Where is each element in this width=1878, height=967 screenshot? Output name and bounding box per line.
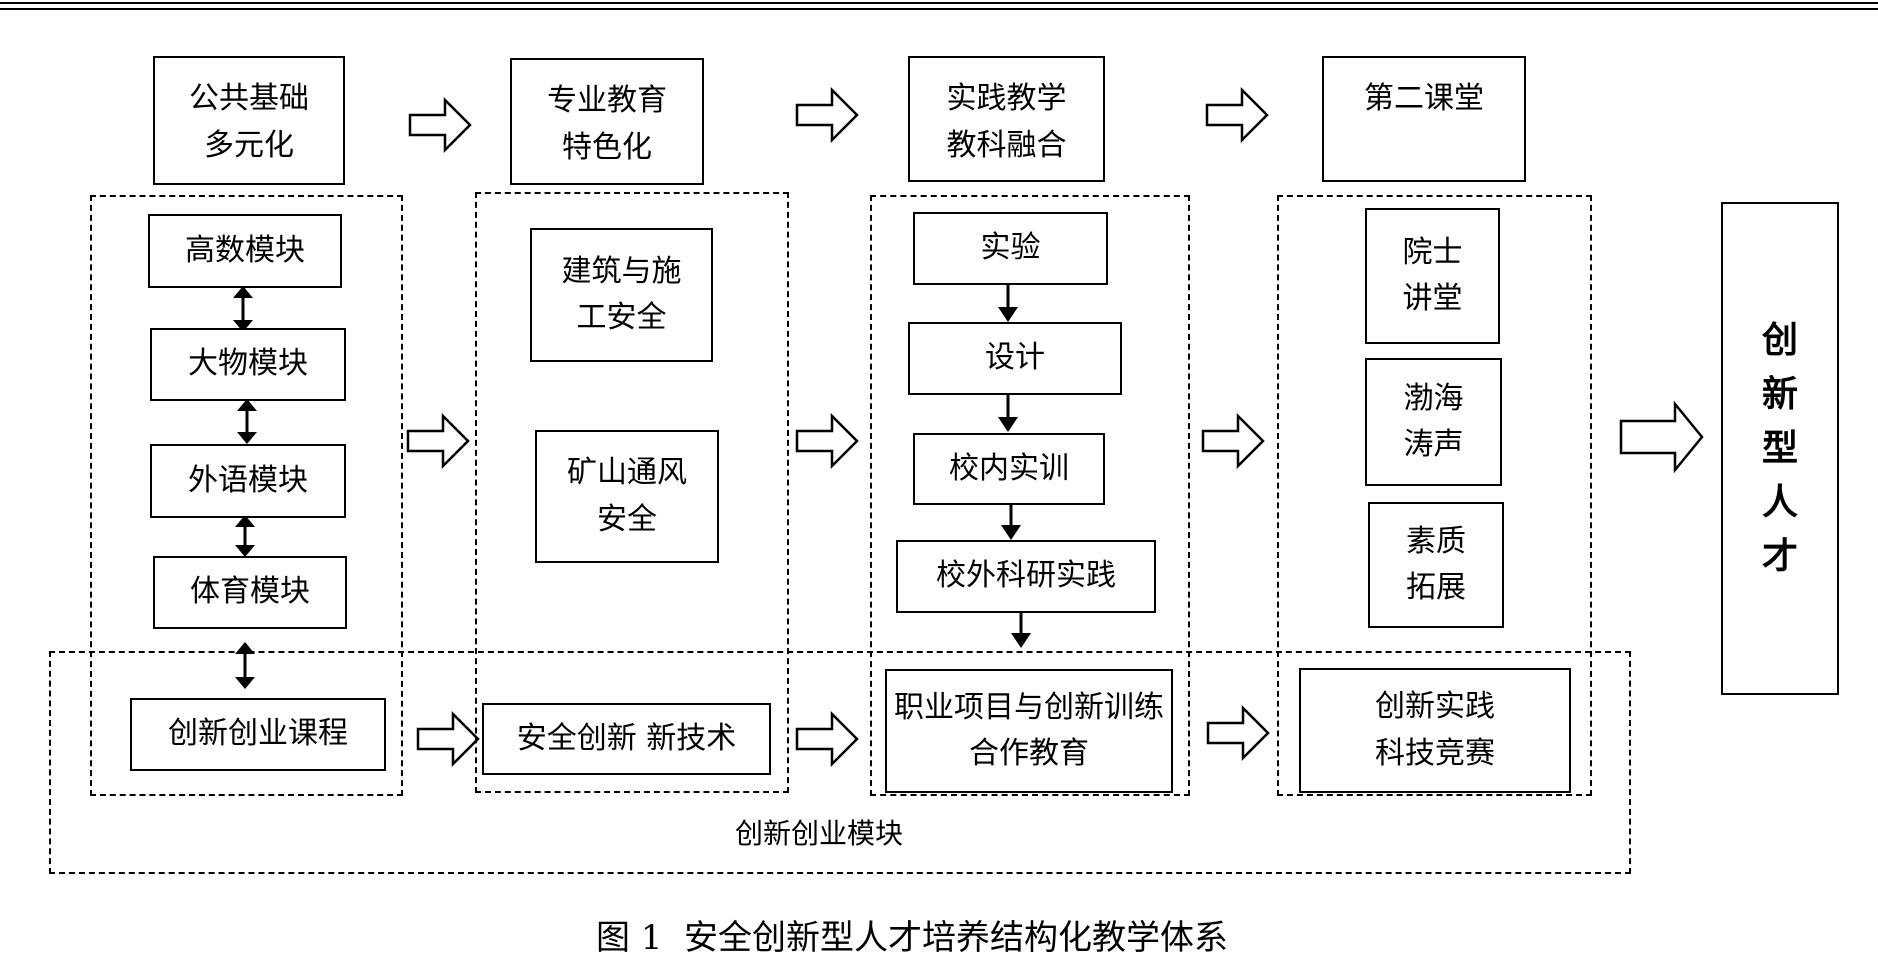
innovation-module-group [49, 651, 1631, 874]
arrow-mid-4 [1619, 400, 1704, 474]
activity-quality-expansion: 素质 拓展 [1368, 502, 1504, 628]
course-mine-ventilation-safety: 矿山通风 安全 [535, 430, 719, 563]
practice-offcampus-research: 校外科研实践 [896, 540, 1156, 613]
arrow-bot-2 [795, 710, 859, 768]
innovation-module-label: 创新创业模块 [735, 817, 904, 850]
outcome-label: 创新型人才 [1761, 319, 1798, 577]
stage-specialty-education: 专业教育 特色化 [510, 58, 704, 185]
activity-academician-lecture: 院士 讲堂 [1365, 208, 1500, 344]
arrow-bot-1 [416, 710, 480, 768]
module-advanced-math: 高数模块 [148, 214, 342, 288]
arrow-top-2 [795, 86, 859, 144]
practice-campus-training: 校内实训 [913, 433, 1105, 505]
module-physics: 大物模块 [150, 328, 346, 401]
innovation-vocational-cooperative: 职业项目与创新训练 合作教育 [885, 669, 1173, 793]
arrow-top-1 [408, 96, 472, 154]
down-arrow-2 [998, 395, 1018, 432]
double-arrow-2 [237, 399, 257, 444]
arrow-mid-3 [1201, 412, 1265, 470]
public-basics-group [90, 195, 403, 796]
second-classroom-group [1277, 195, 1592, 796]
stage-second-classroom: 第二课堂 [1322, 56, 1526, 182]
practice-experiment: 实验 [913, 212, 1108, 285]
outcome-box: 创新型人才 [1721, 202, 1839, 695]
arrow-bot-3 [1206, 704, 1270, 762]
arrow-mid-2 [795, 412, 859, 470]
module-physical-education: 体育模块 [153, 556, 347, 629]
stage-public-basics: 公共基础 多元化 [153, 56, 345, 185]
down-arrow-1 [998, 285, 1018, 322]
activity-bohai-voice: 渤海 涛声 [1365, 358, 1502, 486]
practice-design: 设计 [908, 322, 1122, 395]
double-arrow-1 [233, 286, 253, 332]
innovation-entrepreneurship-course: 创新创业课程 [130, 698, 386, 771]
course-building-construction-safety: 建筑与施 工安全 [530, 228, 713, 362]
practice-group [870, 195, 1190, 796]
down-arrow-4 [1011, 613, 1031, 648]
arrow-mid-1 [406, 412, 470, 470]
module-foreign-language: 外语模块 [150, 444, 346, 518]
figure-caption: 图 1 安全创新型人才培养结构化教学体系 [596, 918, 1229, 958]
arrow-top-3 [1205, 86, 1269, 144]
innovation-practice-competition: 创新实践 科技竞赛 [1299, 668, 1571, 793]
specialty-group [475, 192, 789, 793]
stage-practice-teaching: 实践教学 教科融合 [908, 56, 1105, 182]
innovation-safety-new-tech: 安全创新 新技术 [482, 703, 771, 775]
down-arrow-3 [1001, 505, 1021, 540]
double-arrow-3 [235, 515, 255, 557]
